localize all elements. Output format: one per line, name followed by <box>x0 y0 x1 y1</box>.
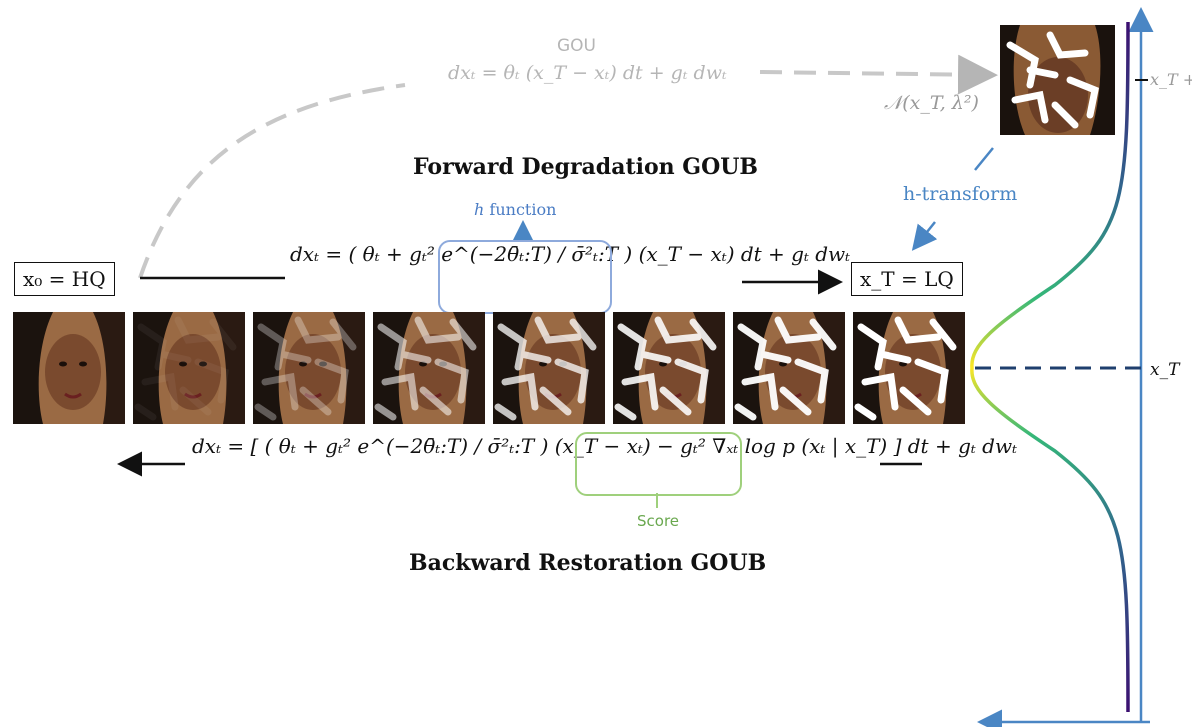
h-transform-arrow-up <box>974 147 994 171</box>
backward-title: Backward Restoration GOUB <box>409 550 767 576</box>
frame-5-image <box>613 312 725 424</box>
frame-1-image <box>133 312 245 424</box>
distribution-curve <box>970 21 1130 713</box>
h-symbol: h <box>474 200 485 219</box>
frame-7 <box>853 312 965 424</box>
frame-6 <box>733 312 845 424</box>
lq-box: x_T = LQ <box>851 262 963 296</box>
score-label: Score <box>637 512 680 530</box>
forward-equation: dxₜ = ( θₜ + gₜ² e^(−2θ̄ₜ:T) / σ̄²ₜ:T ) … <box>290 242 851 266</box>
gou-title: GOU <box>557 36 596 56</box>
frame-0 <box>13 312 125 424</box>
h-transform-arrow-down <box>911 221 938 251</box>
gou-dashed-curve <box>138 83 406 279</box>
frame-3 <box>373 312 485 424</box>
degraded-thumbnail <box>1000 25 1115 135</box>
gou-equation: dxₜ = θₜ (x_T − xₜ) dt + gₜ dwₜ <box>448 62 727 84</box>
score-highlight <box>575 432 742 496</box>
frame-1 <box>133 312 245 424</box>
frame-6-image <box>733 312 845 424</box>
frame-3-image <box>373 312 485 424</box>
frame-4-image <box>493 312 605 424</box>
h-function-highlight <box>438 240 612 314</box>
frame-2-image <box>253 312 365 424</box>
xT-top-label: x_T + <box>1150 70 1192 89</box>
h-function-label: h function <box>474 200 556 219</box>
frame-4 <box>493 312 605 424</box>
frame-0-image <box>13 312 125 424</box>
forward-title: Forward Degradation GOUB <box>413 154 759 180</box>
h-function-text: function <box>489 200 557 219</box>
xT-axis-label: x_T <box>1150 360 1180 380</box>
frame-5 <box>613 312 725 424</box>
frame-2 <box>253 312 365 424</box>
h-transform-label: h-transform <box>903 183 1018 205</box>
frame-7-image <box>853 312 965 424</box>
normal-distribution-label: 𝒩(x_T, λ²) <box>884 92 979 114</box>
degraded-thumbnail-image <box>1000 25 1115 135</box>
hq-box: x₀ = HQ <box>14 262 115 296</box>
gou-dashed-arrow <box>759 54 998 95</box>
backward-equation: dxₜ = [ ( θₜ + gₜ² e^(−2θ̄ₜ:T) / σ̄²ₜ:T … <box>192 434 1018 458</box>
